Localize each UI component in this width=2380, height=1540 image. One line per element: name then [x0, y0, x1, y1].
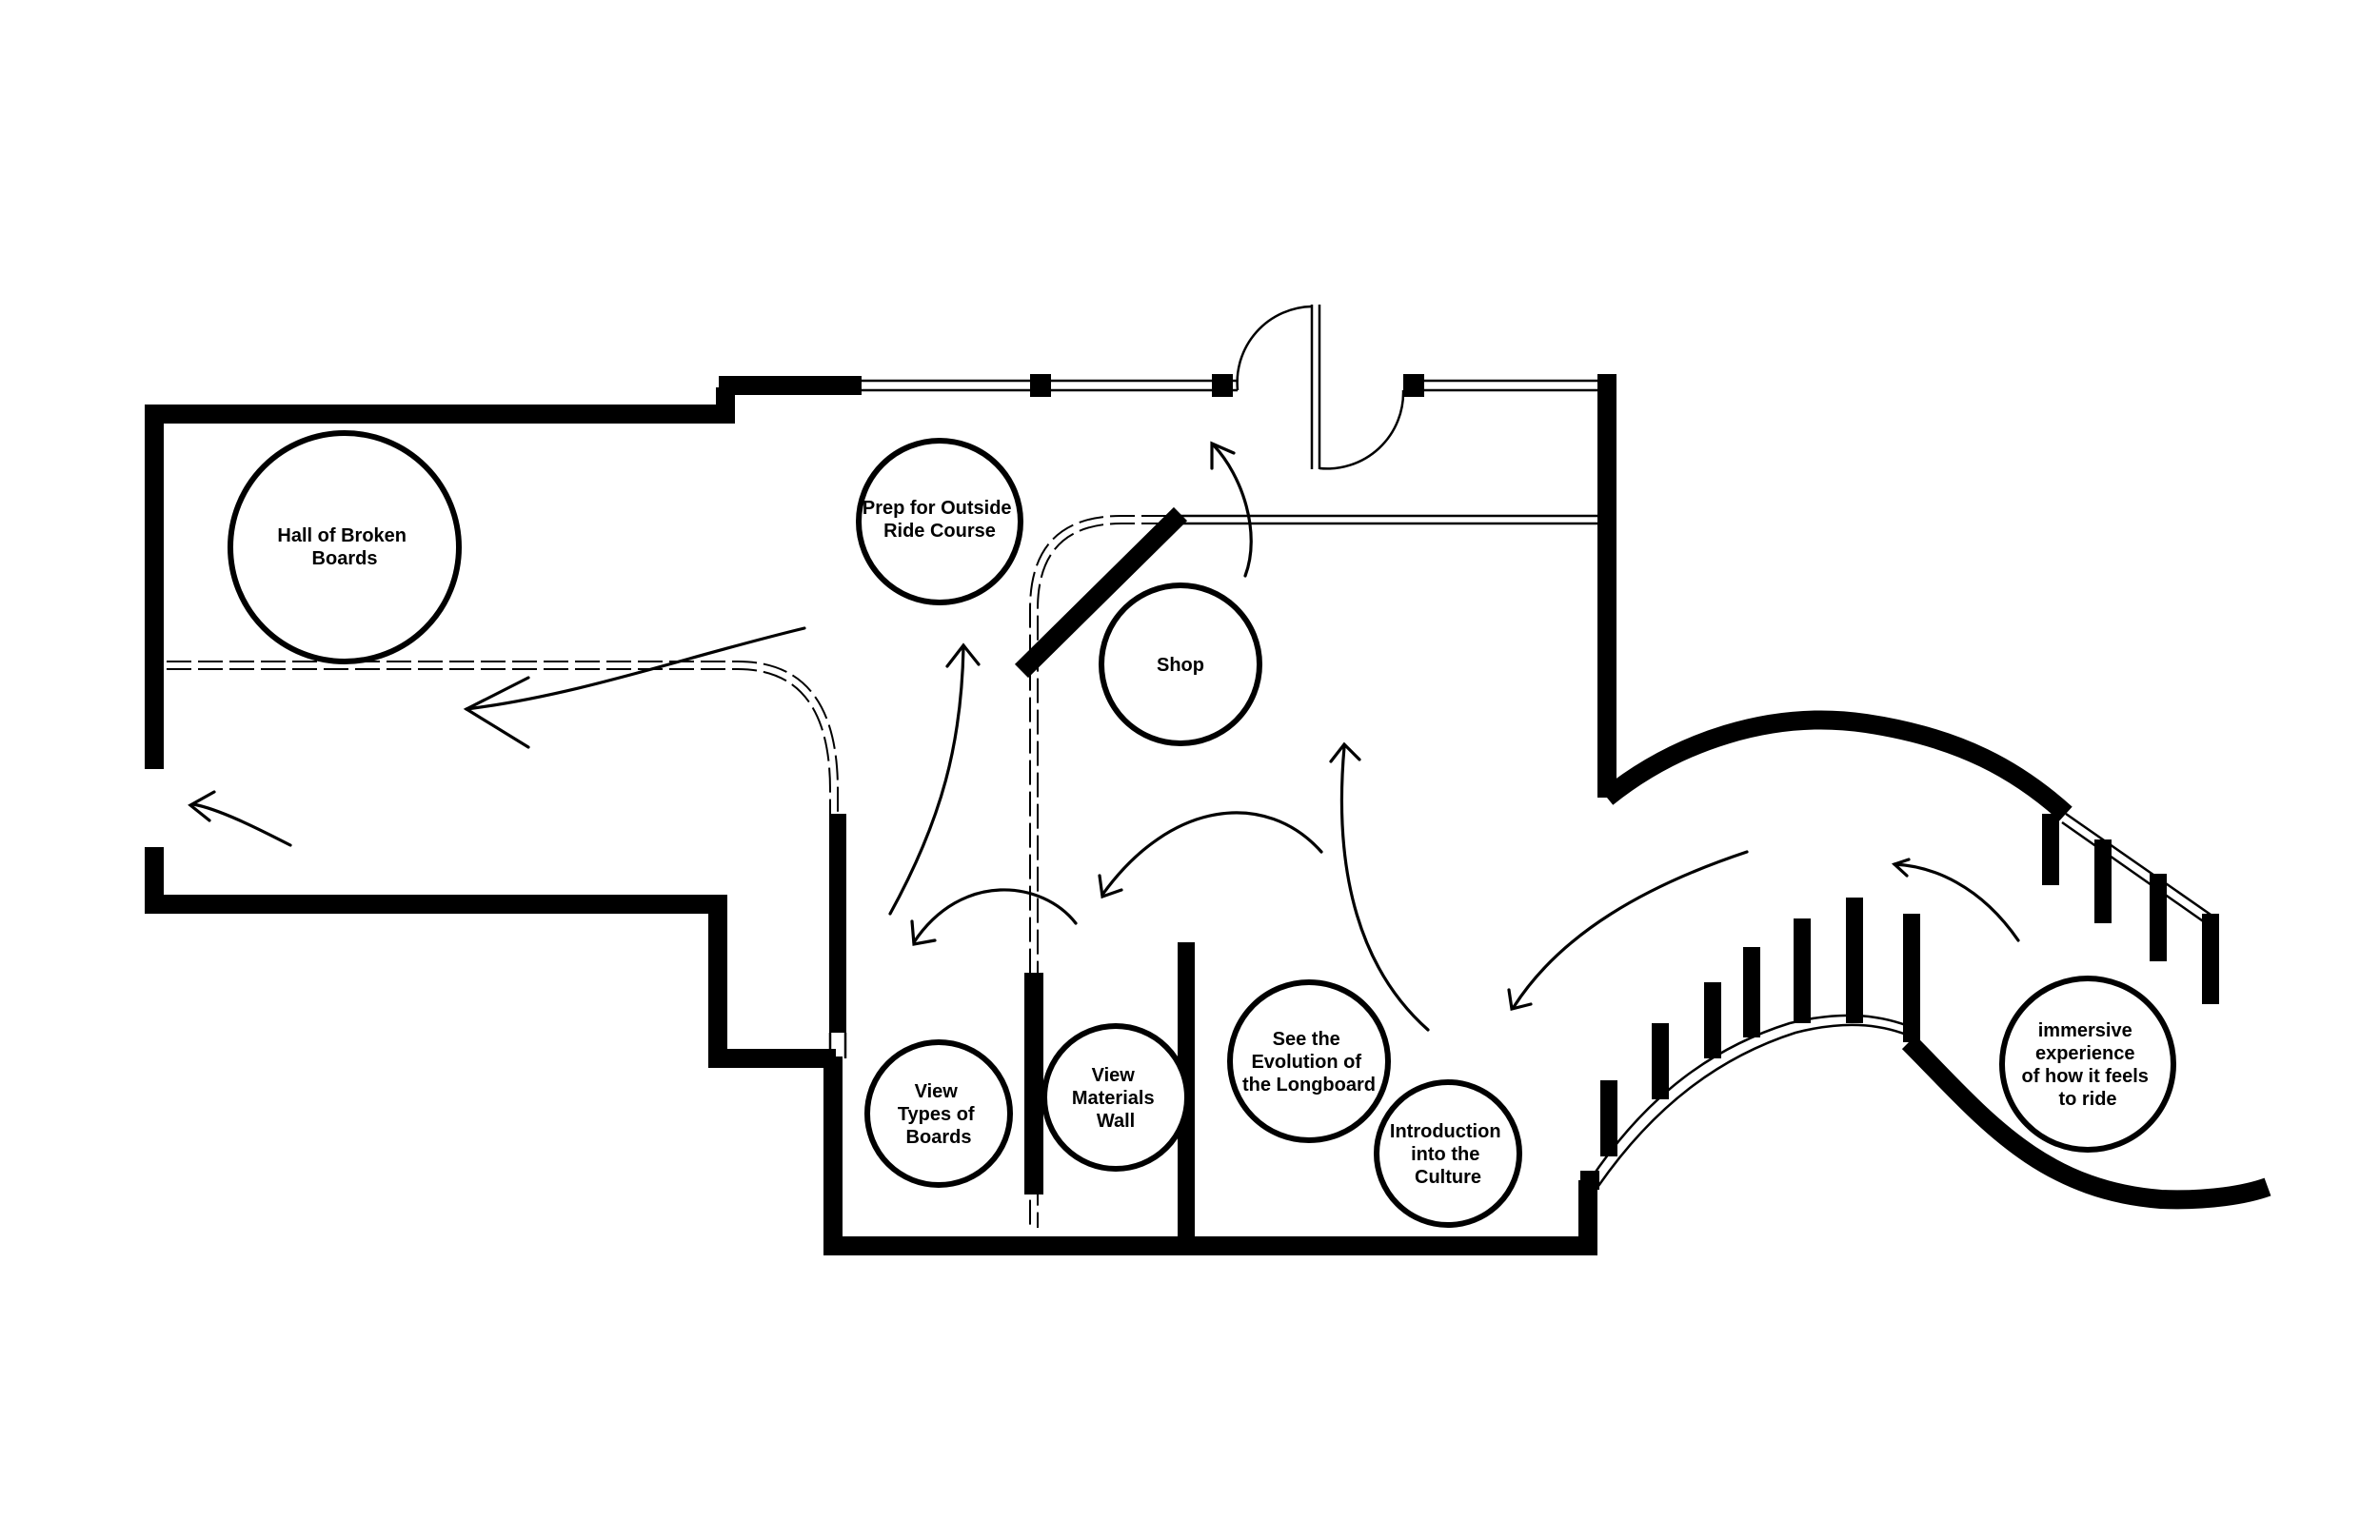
svg-text:View Materials Wal: View Materials Wall	[1072, 1065, 1160, 1132]
immersive-experience-circle	[1999, 976, 2176, 1153]
zone-immersive-experience: immersive experience of how it feels to …	[1999, 976, 2176, 1153]
zone-evolution-of-longboard: See the Evolution of the Longboard	[1227, 979, 1391, 1143]
zone-label-line: Ride Course	[883, 521, 996, 542]
zone-label-line: Hall of Broken	[277, 525, 407, 546]
top-window-wall	[862, 374, 1607, 397]
zone-label-line: Prep for Outside	[863, 498, 1012, 519]
partition-lines	[167, 515, 1166, 1228]
zone-label-line: Culture	[1415, 1167, 1481, 1188]
zone-label-line: to ride	[2058, 1089, 2116, 1110]
view-types-of-boards-circle	[864, 1039, 1013, 1188]
entrance-door	[1236, 305, 1405, 470]
zone-label-line: View	[1092, 1065, 1136, 1086]
prep-outside-ride-course-circle	[856, 438, 1023, 605]
zone-hall-of-broken-boards: Hall of Broken Boards	[228, 430, 462, 664]
circulation-arrows	[188, 441, 2020, 1032]
zone-label-line: Boards	[312, 548, 378, 569]
shop-ceiling-line	[1166, 514, 1607, 525]
zone-label-line: See the	[1273, 1029, 1340, 1050]
zone-label-line: Introduction	[1390, 1121, 1501, 1142]
ride-course	[1580, 710, 2271, 1210]
svg-text:See the Evolution of: See the Evolution of the Longboard	[1242, 1029, 1376, 1096]
introduction-culture-circle	[1374, 1079, 1522, 1228]
zone-label-line: Wall	[1097, 1111, 1135, 1132]
svg-text:Prep for Outside Ride Co: Prep for Outside Ride Course	[863, 498, 1017, 542]
hall-of-broken-boards-circle	[228, 430, 462, 664]
svg-text:Introduction into the: Introduction into the Culture	[1390, 1121, 1506, 1188]
zone-label-line: Shop	[1157, 655, 1204, 676]
zone-prep-outside-ride-course: Prep for Outside Ride Course	[856, 438, 1023, 605]
zone-view-types-of-boards: View Types of Boards	[864, 1039, 1013, 1188]
zone-label-line: the Longboard	[1242, 1075, 1376, 1096]
zone-label-line: immersive	[2038, 1020, 2132, 1041]
zone-label-line: experience	[2035, 1043, 2135, 1064]
zone-label-line: Materials	[1072, 1088, 1155, 1109]
zone-introduction-culture: Introduction into the Culture	[1374, 1079, 1522, 1228]
svg-text:Shop: Shop	[1157, 655, 1204, 676]
zone-label-line: Types of	[898, 1104, 975, 1125]
svg-text:View Types of Boar: View Types of Boards	[898, 1081, 980, 1148]
zone-label-line: Boards	[906, 1127, 972, 1148]
shop-circle	[1099, 582, 1262, 746]
exterior-walls	[145, 374, 1616, 1255]
view-materials-wall-circle	[1041, 1023, 1190, 1172]
zone-label-line: Evolution of	[1251, 1052, 1361, 1073]
zone-view-materials-wall: View Materials Wall	[1041, 1023, 1190, 1172]
zone-label-line: into the	[1411, 1144, 1479, 1165]
zone-label-line: View	[915, 1081, 959, 1102]
zone-shop: Shop	[1099, 582, 1262, 746]
svg-text:immersive experience: immersive experience of how it feels to …	[2022, 1020, 2154, 1110]
evolution-of-longboard-circle	[1227, 979, 1391, 1143]
zone-label-line: of how it feels	[2022, 1066, 2149, 1087]
svg-text:Hall of Broken Boards: Hall of Broken Boards	[277, 525, 411, 569]
